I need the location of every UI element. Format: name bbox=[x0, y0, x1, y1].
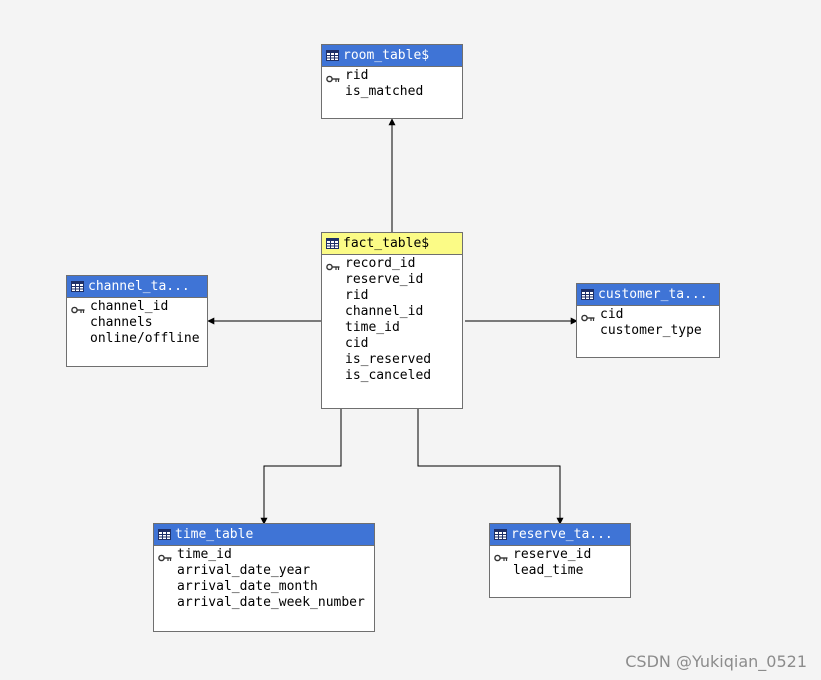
field-row[interactable]: time_id bbox=[322, 320, 462, 336]
key-icon bbox=[581, 311, 595, 322]
room-table-header[interactable]: room_table$ bbox=[322, 45, 462, 67]
field-name: customer_type bbox=[600, 323, 702, 338]
field-name: online/offline bbox=[90, 331, 200, 346]
connector-fact-to-reserve bbox=[417, 409, 564, 525]
field-row[interactable]: reserve_id bbox=[322, 272, 462, 288]
reserve-table-header[interactable]: reserve_ta... bbox=[490, 524, 630, 546]
field-name: is_matched bbox=[345, 84, 424, 99]
field-name: channels bbox=[90, 315, 153, 330]
field-name: time_id bbox=[177, 547, 232, 562]
key-icon bbox=[326, 72, 340, 83]
reserve-table-title: reserve_ta... bbox=[511, 527, 613, 542]
fact-table-header[interactable]: fact_table$ bbox=[322, 233, 462, 255]
table-grid-icon bbox=[326, 50, 339, 61]
field-row[interactable]: arrival_date_year bbox=[154, 563, 374, 579]
field-row[interactable]: channels bbox=[67, 315, 207, 331]
channel-table-title: channel_ta... bbox=[88, 279, 190, 294]
field-name: is_canceled bbox=[345, 368, 432, 383]
field-name: is_reserved bbox=[345, 352, 432, 367]
field-name: reserve_id bbox=[513, 547, 592, 562]
field-row[interactable]: rid bbox=[322, 68, 462, 84]
key-icon bbox=[158, 551, 172, 562]
field-row[interactable]: time_id bbox=[154, 547, 374, 563]
watermark: CSDN @Yukiqian_0521 bbox=[625, 652, 807, 671]
field-row[interactable]: cid bbox=[322, 336, 462, 352]
field-row[interactable]: reserve_id bbox=[490, 547, 630, 563]
field-row[interactable]: is_canceled bbox=[322, 368, 462, 384]
connector-fact-to-time bbox=[260, 409, 342, 525]
field-row[interactable]: channel_id bbox=[67, 299, 207, 315]
key-icon bbox=[494, 551, 508, 562]
field-row[interactable]: lead_time bbox=[490, 563, 630, 579]
field-row[interactable]: arrival_date_month bbox=[154, 579, 374, 595]
time-table-header[interactable]: time_table bbox=[154, 524, 374, 546]
table-grid-icon bbox=[494, 529, 507, 540]
field-row[interactable]: channel_id bbox=[322, 304, 462, 320]
field-name: channel_id bbox=[90, 299, 169, 314]
field-name: rid bbox=[345, 288, 369, 303]
field-name: arrival_date_week_number bbox=[177, 595, 365, 610]
key-icon bbox=[71, 303, 85, 314]
table-grid-icon bbox=[71, 281, 84, 292]
key-icon bbox=[326, 260, 340, 271]
field-name: time_id bbox=[345, 320, 400, 335]
room-table-title: room_table$ bbox=[343, 48, 430, 63]
field-name: channel_id bbox=[345, 304, 424, 319]
customer-table-title: customer_ta... bbox=[598, 287, 708, 302]
field-name: rid bbox=[345, 68, 369, 83]
field-row[interactable]: online/offline bbox=[67, 331, 207, 347]
table-grid-icon bbox=[326, 238, 339, 249]
field-name: reserve_id bbox=[345, 272, 424, 287]
customer-table-header[interactable]: customer_ta... bbox=[577, 284, 719, 306]
fact-table-title: fact_table$ bbox=[343, 236, 430, 251]
field-name: lead_time bbox=[513, 563, 584, 578]
field-row[interactable]: cid bbox=[577, 307, 719, 323]
field-row[interactable]: is_reserved bbox=[322, 352, 462, 368]
field-row[interactable]: is_matched bbox=[322, 84, 462, 100]
channel-table-header[interactable]: channel_ta... bbox=[67, 276, 207, 298]
field-name: cid bbox=[600, 307, 624, 322]
field-name: arrival_date_year bbox=[177, 563, 311, 578]
field-name: cid bbox=[345, 336, 369, 351]
table-grid-icon bbox=[581, 289, 594, 300]
field-row[interactable]: record_id bbox=[322, 256, 462, 272]
field-row[interactable]: customer_type bbox=[577, 323, 719, 339]
field-name: record_id bbox=[345, 256, 416, 271]
table-grid-icon bbox=[158, 529, 171, 540]
field-row[interactable]: arrival_date_week_number bbox=[154, 595, 374, 611]
time-table-title: time_table bbox=[175, 527, 254, 542]
field-name: arrival_date_month bbox=[177, 579, 318, 594]
field-row[interactable]: rid bbox=[322, 288, 462, 304]
